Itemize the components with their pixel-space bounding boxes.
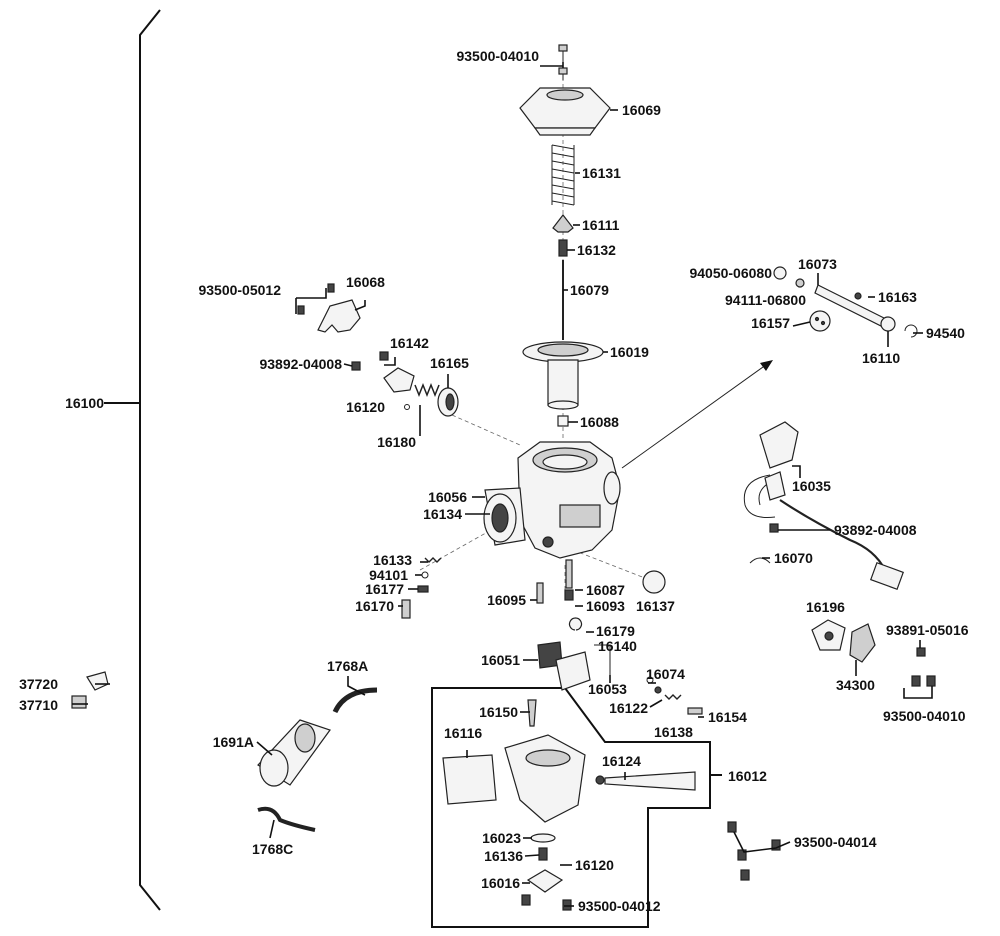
label-1768A: 1768A — [327, 658, 368, 674]
label-93500-04012: 93500-04012 — [578, 898, 661, 914]
label-16137: 16137 — [636, 598, 675, 614]
label-93892-04008-right: 93892-04008 — [834, 522, 917, 538]
label-94540: 94540 — [926, 325, 965, 341]
label-16035: 16035 — [792, 478, 831, 494]
bottom-right-screws — [727, 821, 781, 881]
piston-bottom-part — [557, 415, 569, 427]
label-16163: 16163 — [878, 289, 917, 305]
label-37720: 37720 — [19, 676, 58, 692]
label-16177: 16177 — [365, 581, 404, 597]
label-16124: 16124 — [602, 753, 641, 769]
label-16100: 16100 — [65, 395, 104, 411]
label-93500-04010-right: 93500-04010 — [883, 708, 966, 724]
label-94050-06080: 94050-06080 — [689, 265, 772, 281]
label-16136: 16136 — [484, 848, 523, 864]
label-16116: 16116 — [444, 725, 482, 741]
label-1768C: 1768C — [252, 841, 293, 857]
label-16016: 16016 — [481, 875, 520, 891]
label-16170: 16170 — [355, 598, 394, 614]
label-37710: 37710 — [19, 697, 58, 713]
choke-plunger-cover — [351, 351, 415, 393]
label-93891-05016: 93891-05016 — [886, 622, 969, 638]
sensor-bracket — [811, 619, 846, 651]
label-16053: 16053 — [588, 681, 627, 697]
label-16196: 16196 — [806, 599, 845, 615]
label-16150: 16150 — [479, 704, 518, 720]
label-16073: 16073 — [798, 256, 837, 272]
solenoid-unit — [849, 623, 876, 663]
far-left-parts — [71, 671, 109, 709]
label-16180: 16180 — [377, 434, 416, 450]
label-16088: 16088 — [580, 414, 619, 430]
carburetor-body — [483, 441, 621, 559]
label-16069: 16069 — [622, 102, 661, 118]
leader-lines — [72, 62, 933, 907]
label-93500-04010-top: 93500-04010 — [456, 48, 539, 64]
label-94101: 94101 — [369, 567, 408, 583]
needle-clip-spring — [558, 239, 568, 257]
slide-spring — [551, 144, 575, 206]
label-34300: 34300 — [836, 677, 875, 693]
right-screws — [911, 647, 936, 687]
assembly-bracket — [104, 9, 161, 911]
choke-bracket — [297, 283, 361, 333]
choke-spring — [414, 382, 440, 398]
label-16120-lower: 16120 — [575, 857, 614, 873]
label-16138: 16138 — [654, 724, 693, 740]
label-93500-04014: 93500-04014 — [794, 834, 877, 850]
label-1691A: 1691A — [213, 734, 254, 750]
label-16056: 16056 — [428, 489, 467, 505]
label-16079: 16079 — [570, 282, 609, 298]
vacuum-piston — [547, 359, 579, 410]
label-16179: 16179 — [596, 623, 635, 639]
part-labels: 16100 16012 93500-04010 16069 16131 1611… — [19, 48, 969, 914]
label-16012: 16012 — [728, 768, 767, 784]
label-16120-upper: 16120 — [346, 399, 385, 415]
label-16095: 16095 — [487, 592, 526, 608]
label-16131: 16131 — [582, 165, 621, 181]
air-filter-canister — [257, 687, 378, 832]
label-16165: 16165 — [430, 355, 469, 371]
plug-cap — [642, 570, 666, 594]
label-16110: 16110 — [862, 350, 900, 366]
label-16023: 16023 — [482, 830, 521, 846]
label-16157: 16157 — [751, 315, 790, 331]
label-16019: 16019 — [610, 344, 649, 360]
throttle-position-sensor — [743, 421, 905, 591]
label-16142: 16142 — [390, 335, 429, 351]
label-16154: 16154 — [708, 709, 747, 725]
main-jet — [564, 559, 574, 601]
label-16087: 16087 — [586, 582, 625, 598]
label-16070: 16070 — [774, 550, 813, 566]
label-16068: 16068 — [346, 274, 385, 290]
label-16133: 16133 — [373, 552, 412, 568]
small-ball — [404, 404, 410, 410]
pilot-jet — [536, 582, 544, 604]
carb-top-cap — [519, 87, 611, 136]
label-16051: 16051 — [481, 652, 520, 668]
float-bowl-parts — [442, 699, 696, 911]
label-93892-04008-left: 93892-04008 — [259, 356, 342, 372]
label-16093: 16093 — [586, 598, 625, 614]
label-94111-06800: 94111-06800 — [725, 292, 806, 308]
label-16134: 16134 — [423, 506, 462, 522]
label-16111: 16111 — [582, 217, 620, 233]
throttle-shaft-group — [773, 266, 918, 338]
label-93500-05012: 93500-05012 — [198, 282, 281, 298]
sub-assembly-outline — [431, 687, 711, 928]
label-16140: 16140 — [598, 638, 637, 654]
choke-diaphragm — [437, 387, 459, 417]
spring-retainer — [552, 214, 574, 233]
label-16122: 16122 — [609, 700, 648, 716]
middle-lower-parts — [537, 617, 703, 715]
vacuum-diaphragm — [522, 341, 604, 363]
label-16132: 16132 — [577, 242, 616, 258]
label-16074: 16074 — [646, 666, 685, 682]
direction-arrow — [621, 360, 773, 469]
